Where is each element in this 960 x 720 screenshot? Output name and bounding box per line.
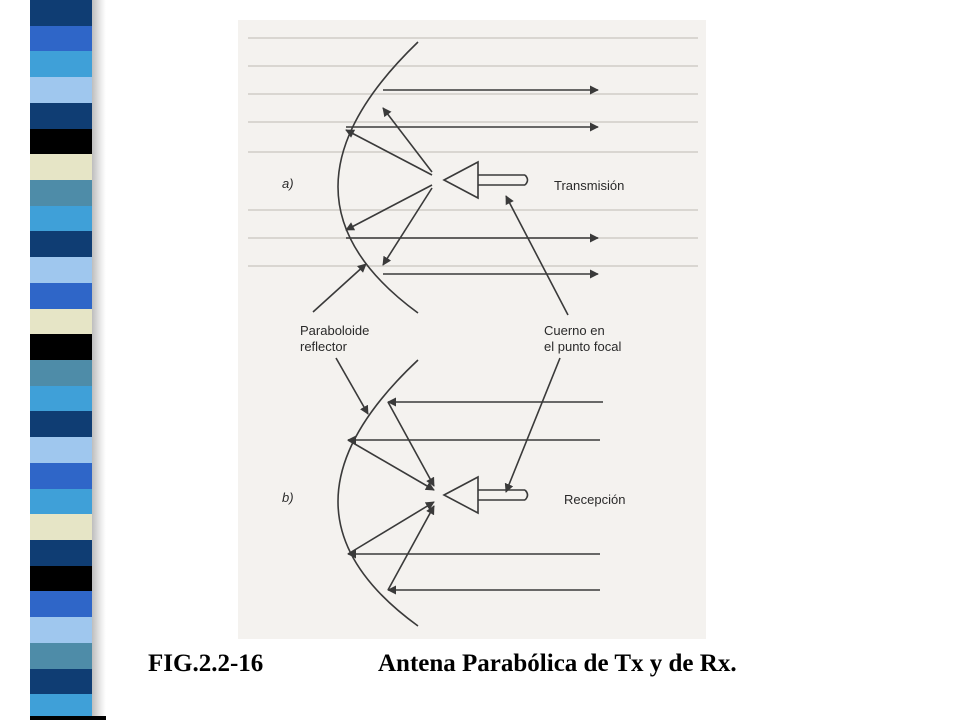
caption-number: FIG.2.2-16 — [148, 650, 264, 677]
stripe-block — [30, 540, 92, 567]
stripe-block — [30, 437, 92, 464]
scanned-diagram: a) Transmisión Paraboloide reflector Cue… — [238, 20, 706, 639]
stripe-block — [30, 694, 92, 720]
reception-label: Recepción — [564, 492, 626, 507]
decorative-stripe — [30, 0, 92, 720]
caption-text: Antena Parabólica de Tx y de Rx. — [378, 650, 737, 677]
stripe-block — [30, 25, 92, 52]
transmission-rays — [345, 85, 599, 279]
stripe-block — [30, 257, 92, 284]
stripe-block — [30, 128, 92, 155]
reception-rays — [347, 397, 603, 595]
horn-label: Cuerno en el punto focal — [544, 323, 621, 355]
antenna-diagram-svg — [248, 37, 698, 627]
stripe-block — [30, 308, 92, 335]
figure-caption: FIG.2.2-16 Antena Parabólica de Tx y de R… — [148, 650, 737, 678]
stripe-block — [30, 231, 92, 258]
horn-b — [442, 475, 529, 515]
stripe-base-line — [30, 716, 106, 720]
stripe-block — [30, 385, 92, 412]
stripe-block — [30, 617, 92, 644]
stripe-block — [30, 462, 92, 490]
stripe-block — [30, 102, 92, 130]
stripe-block — [30, 334, 92, 361]
stripe-block — [30, 565, 92, 592]
stripe-block — [30, 591, 92, 618]
part-b-label: b) — [282, 490, 294, 505]
horn-label-line2: el punto focal — [544, 339, 622, 354]
stripe-block — [30, 77, 92, 104]
reflector-label-line2: reflector — [300, 339, 347, 354]
transmission-label: Transmisión — [554, 178, 625, 193]
part-a-label: a) — [282, 176, 294, 191]
leader-lines — [312, 195, 569, 493]
stripe-block — [30, 154, 92, 181]
paraboloid-reflector-a — [337, 41, 419, 314]
horn-a — [442, 160, 529, 200]
stripe-block — [30, 514, 92, 541]
stripe-shadow — [92, 0, 106, 720]
stripe-block — [30, 488, 92, 515]
paraboloid-reflector-b — [337, 359, 419, 627]
stripe-block — [30, 0, 92, 27]
stripe-block — [30, 205, 92, 232]
horn-label-line1: Cuerno en — [544, 323, 605, 338]
background-text-ghost — [248, 37, 698, 267]
stripe-block — [30, 360, 92, 387]
stripe-block — [30, 411, 92, 438]
reflector-label-line1: Paraboloide — [300, 323, 370, 338]
stripe-block — [30, 642, 92, 670]
stripe-block — [30, 51, 92, 78]
stripe-block — [30, 668, 92, 695]
reflector-label: Paraboloide reflector — [300, 323, 369, 355]
stripe-block — [30, 282, 92, 310]
stripe-block — [30, 180, 92, 207]
